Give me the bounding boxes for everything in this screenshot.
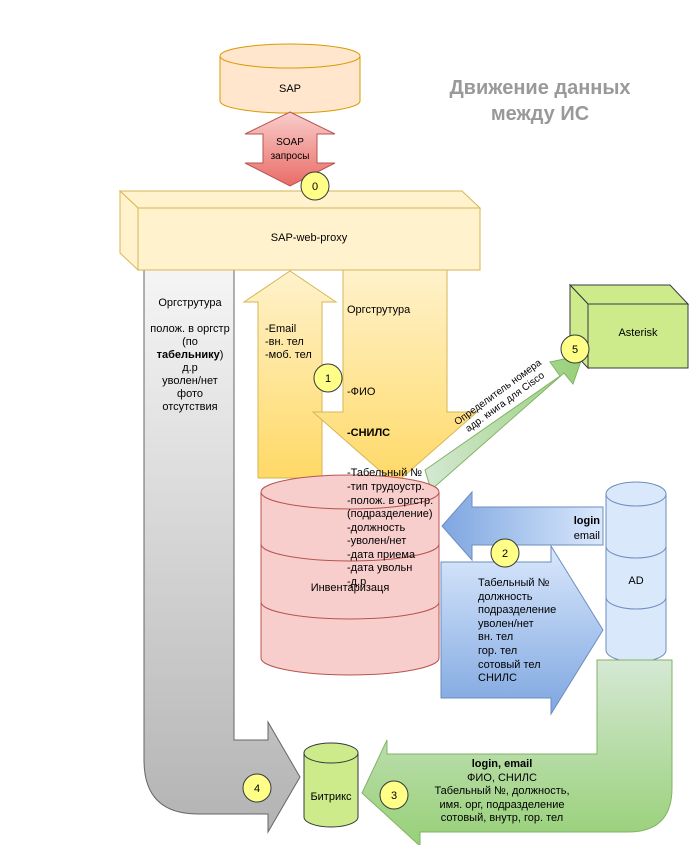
bitrix-database	[303, 742, 359, 828]
orgstructure-left-heading: Оргструтура	[158, 297, 222, 309]
inventory-to-ad-text: Табельный № должность подразделение увол…	[478, 577, 557, 685]
badge-5: 5	[560, 334, 590, 364]
badge-0: 0	[300, 171, 330, 201]
asterisk-label: Asterisk	[618, 327, 658, 339]
svg-text:1: 1	[325, 373, 331, 385]
svg-text:5: 5	[572, 344, 578, 356]
orgstructure-left-text: Оргструтура полож. в оргстр (по табельни…	[148, 297, 232, 414]
ad-to-inventory-arrow	[441, 490, 604, 562]
badge-3: 3	[379, 780, 409, 810]
ad-to-bitrix-text: login, email ФИО, СНИЛС Табельный №, дол…	[408, 758, 596, 826]
svg-text:0: 0	[312, 181, 318, 193]
orgstructure-down-arrow	[311, 267, 479, 485]
ad-to-bitrix-arrow	[361, 659, 673, 845]
ad-database	[605, 481, 667, 663]
contacts-up-arrow	[242, 270, 338, 479]
orgstructure-down-heading: Оргструтура	[347, 304, 411, 317]
ad-to-bitrix-login: login, email	[471, 758, 533, 770]
asterisk-green-arrow	[424, 354, 584, 491]
svg-text:3: 3	[391, 790, 397, 802]
svg-text:4: 4	[254, 783, 260, 795]
svg-text:2: 2	[502, 548, 508, 560]
badge-4: 4	[242, 773, 272, 803]
orgstructure-left-position: полож. в оргстр	[150, 323, 230, 335]
soap-double-arrow	[244, 111, 336, 187]
diagram-title: Движение данных между ИС	[449, 77, 631, 125]
inventory-to-ad-arrow	[440, 544, 604, 716]
inventory-database	[260, 474, 440, 676]
proxy-label: SAP-web-proxy	[270, 232, 348, 244]
ad-to-inventory-login: login	[573, 515, 600, 527]
orgstructure-down-rest: -Табельный № -тип трудоустр. -полож. в о…	[347, 467, 434, 589]
inventory-label: Инвентаризаця	[310, 582, 390, 594]
ad-to-inventory-email: email	[573, 530, 600, 542]
orgstructure-down-snils: -СНИЛС	[347, 426, 391, 439]
bitrix-label: Битрикс	[310, 791, 352, 803]
orgstructure-left-tabel: (по табельнику)	[156, 336, 224, 361]
orgstructure-left-rest: д.р уволен/нет фото отсутствия	[162, 362, 218, 413]
sap-label: SAP	[278, 83, 301, 95]
badge-1: 1	[313, 363, 343, 393]
ad-to-bitrix-fields: ФИО, СНИЛС Табельный №, должность, имя. …	[434, 771, 570, 825]
ad-label: AD	[628, 575, 644, 587]
sap-database	[219, 43, 361, 114]
orgstructure-gray-arrow	[143, 269, 301, 834]
badge-2: 2	[490, 538, 520, 568]
ad-to-inventory-text: login email	[540, 514, 600, 544]
asterisk-box	[568, 283, 690, 370]
sap-web-proxy-box	[118, 189, 482, 272]
contacts-up-text: -Email -вн. тел -моб. тел	[265, 323, 312, 361]
orgstructure-down-fio: -ФИО	[347, 385, 376, 398]
orgstructure-down-text: Оргструтура -ФИО -СНИЛС -Табельный № -ти…	[347, 277, 447, 603]
soap-label: SOAP запросы	[270, 137, 310, 162]
